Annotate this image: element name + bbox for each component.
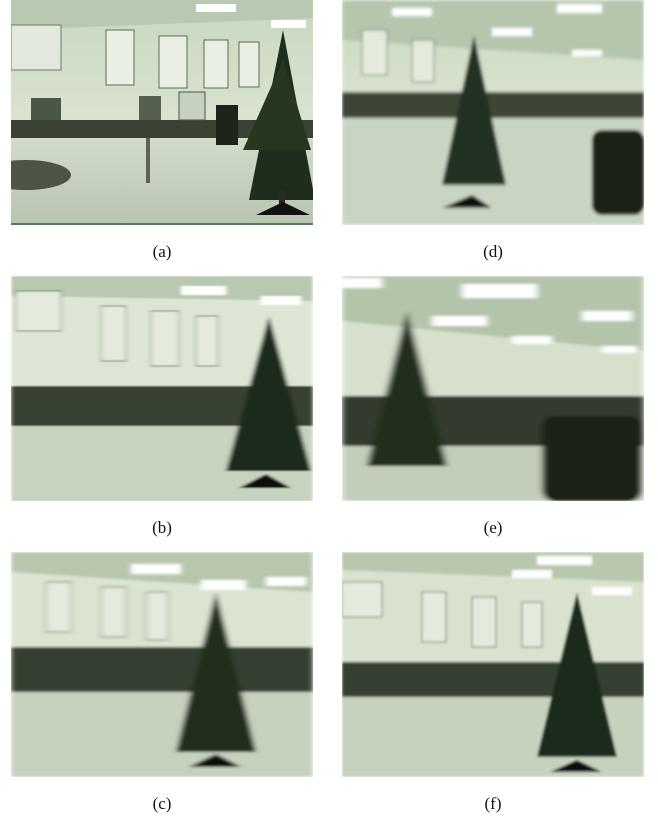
photo-panel-e: [342, 276, 644, 501]
office-scene-blurred-c: [11, 552, 313, 777]
photo-panel-a: [11, 0, 313, 225]
caption-a: (a): [152, 242, 172, 261]
photo-panel-c: [11, 552, 313, 777]
office-scene-blurred-f: [342, 552, 644, 777]
caption-d: (d): [483, 242, 503, 261]
photo-panel-f: [342, 552, 644, 777]
photo-panel-b: [11, 276, 313, 501]
caption-c: (c): [152, 794, 172, 813]
office-scene-blurred-e: [342, 276, 644, 501]
caption-f: (f): [484, 794, 502, 813]
caption-e: (e): [483, 518, 503, 537]
office-scene-sharp: [11, 0, 313, 225]
photo-panel-d: [342, 0, 644, 225]
caption-b: (b): [152, 518, 172, 537]
office-scene-blurred-d: [342, 0, 644, 225]
office-scene-blurred-b: [11, 276, 313, 501]
